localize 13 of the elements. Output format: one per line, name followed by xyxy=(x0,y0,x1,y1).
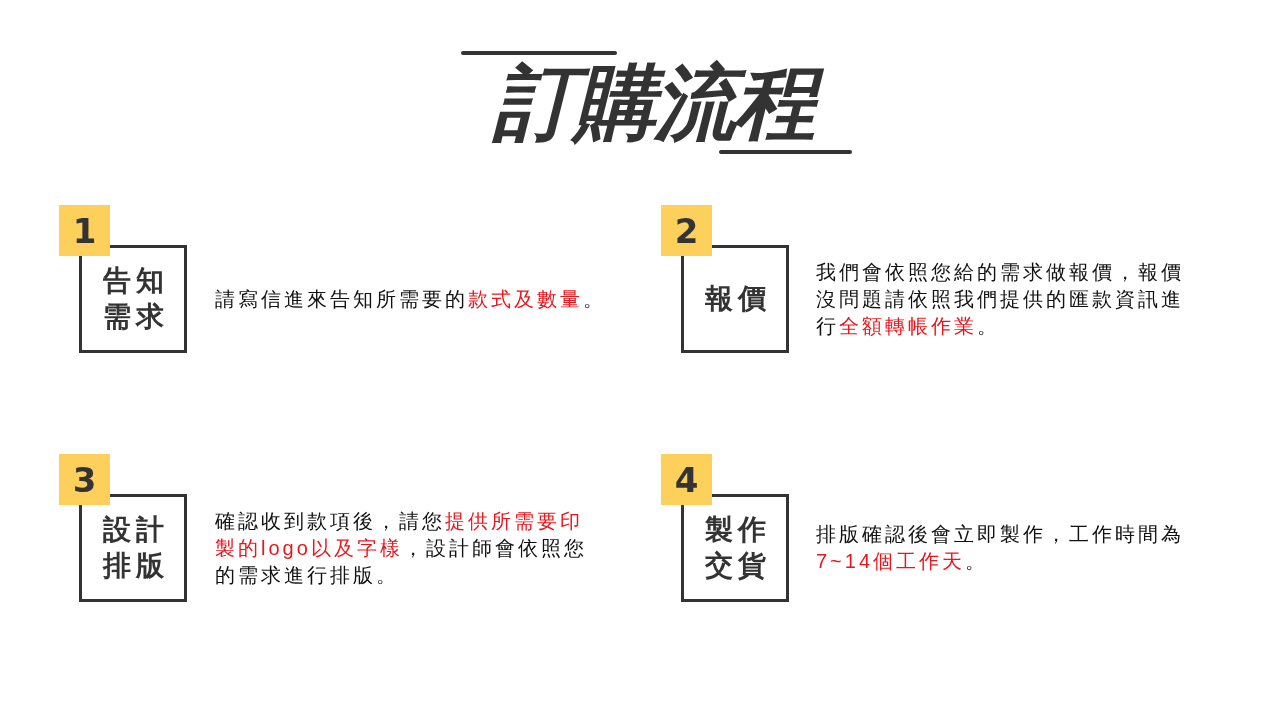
step-number-badge: 3 xyxy=(59,454,110,505)
step-description: 排版確認後會立即製作，工作時間為7~14個工作天。 xyxy=(816,522,1185,574)
step-description: 確認收到款項後，請您提供所需要印製的logo以及字樣，設計師會依照您的需求進行排版。 xyxy=(215,508,588,588)
step-title: 設計排版 xyxy=(101,513,169,583)
step-number-badge: 4 xyxy=(661,454,712,505)
step-title: 告知需求 xyxy=(101,264,169,334)
step-title: 製作交貨 xyxy=(703,513,771,583)
step-description: 我們會依照您給的需求做報價，報價沒問題請依照我們提供的匯款資訊進行全額轉帳作業。 xyxy=(816,259,1185,339)
step-title: 報價 xyxy=(703,282,771,316)
step-number-badge: 1 xyxy=(59,205,110,256)
step-number-badge: 2 xyxy=(661,205,712,256)
title: 訂購流程 xyxy=(488,61,836,145)
step-description: 請寫信進來告知所需要的款式及數量。 xyxy=(215,286,607,312)
